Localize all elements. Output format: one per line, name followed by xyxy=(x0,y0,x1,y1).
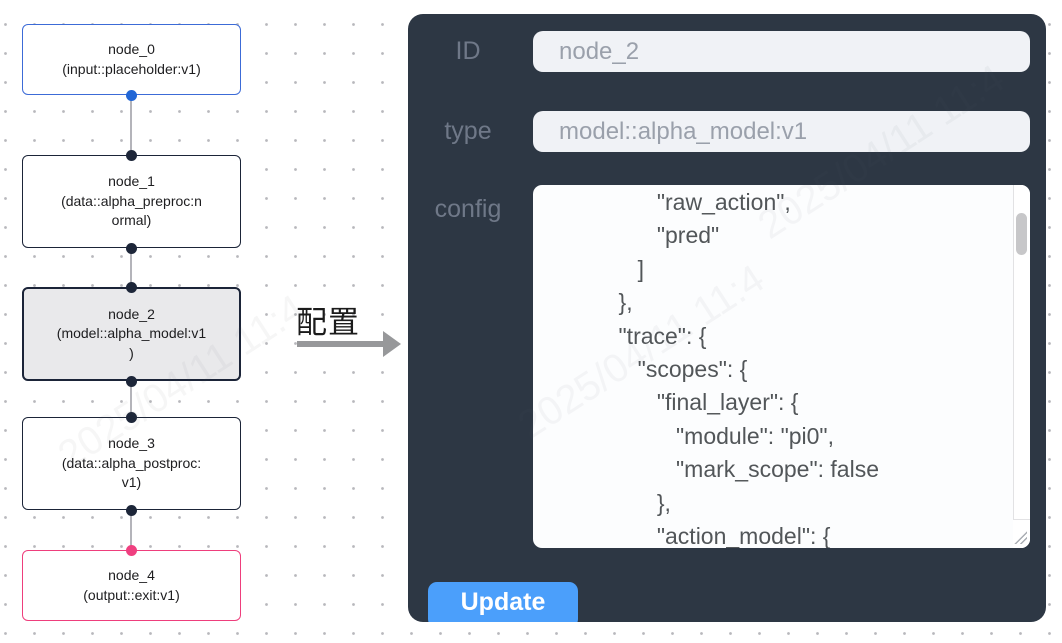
node-title: node_3 xyxy=(108,435,155,452)
flow-node-node_2-selected[interactable]: node_2 (model::alpha_model:v1 ) xyxy=(22,287,241,381)
arrow-right-icon xyxy=(297,341,384,347)
flow-edge[interactable] xyxy=(130,510,132,550)
type-input[interactable] xyxy=(533,111,1030,152)
flow-edge[interactable] xyxy=(130,95,132,155)
node-subtitle: (output::exit:v1) xyxy=(83,586,180,603)
node-subtitle: (model::alpha_model:v1 ) xyxy=(56,325,207,361)
connection-handle[interactable] xyxy=(126,150,137,161)
node-subtitle: (input::placeholder:v1) xyxy=(62,60,201,77)
node-subtitle: (data::alpha_preproc:n ormal) xyxy=(61,192,202,229)
configure-label: 配置 xyxy=(296,305,360,340)
update-button[interactable]: Update xyxy=(428,582,578,622)
config-panel: ID type config "raw_action", "pred" ] },… xyxy=(408,14,1046,622)
flow-node-node_4[interactable]: node_4 (output::exit:v1) xyxy=(22,550,241,621)
node-subtitle: (data::alpha_postproc: v1) xyxy=(61,454,202,491)
flow-graph: node_0 (input::placeholder:v1) node_1 (d… xyxy=(0,0,300,643)
connection-handle[interactable] xyxy=(126,90,137,101)
connection-handle[interactable] xyxy=(126,412,137,423)
flow-edge[interactable] xyxy=(130,248,132,287)
flow-node-node_0[interactable]: node_0 (input::placeholder:v1) xyxy=(22,24,241,95)
id-input[interactable] xyxy=(533,31,1030,72)
node-title: node_1 xyxy=(108,173,155,190)
scrollbar-track[interactable] xyxy=(1013,185,1030,548)
flow-node-node_1[interactable]: node_1 (data::alpha_preproc:n ormal) xyxy=(22,155,241,248)
id-label: ID xyxy=(455,37,481,65)
node-title: node_0 xyxy=(108,41,155,57)
flow-node-node_3[interactable]: node_3 (data::alpha_postproc: v1) xyxy=(22,417,241,510)
connection-handle[interactable] xyxy=(126,376,137,387)
connection-handle[interactable] xyxy=(126,243,137,254)
config-textarea[interactable]: "raw_action", "pred" ] }, "trace": { "sc… xyxy=(533,185,1030,548)
node-title: node_2 xyxy=(108,305,155,322)
flow-edge[interactable] xyxy=(130,381,132,417)
arrow-right-icon xyxy=(383,331,401,357)
resize-handle-icon[interactable] xyxy=(1014,531,1027,544)
connection-handle[interactable] xyxy=(126,505,137,516)
type-label: type xyxy=(444,117,492,145)
connection-handle[interactable] xyxy=(126,282,137,293)
connection-handle[interactable] xyxy=(126,545,137,556)
config-json-text[interactable]: "raw_action", "pred" ] }, "trace": { "sc… xyxy=(618,189,880,548)
node-title: node_4 xyxy=(108,567,155,583)
config-label: config xyxy=(434,195,502,223)
scrollbar-thumb[interactable] xyxy=(1016,213,1027,255)
